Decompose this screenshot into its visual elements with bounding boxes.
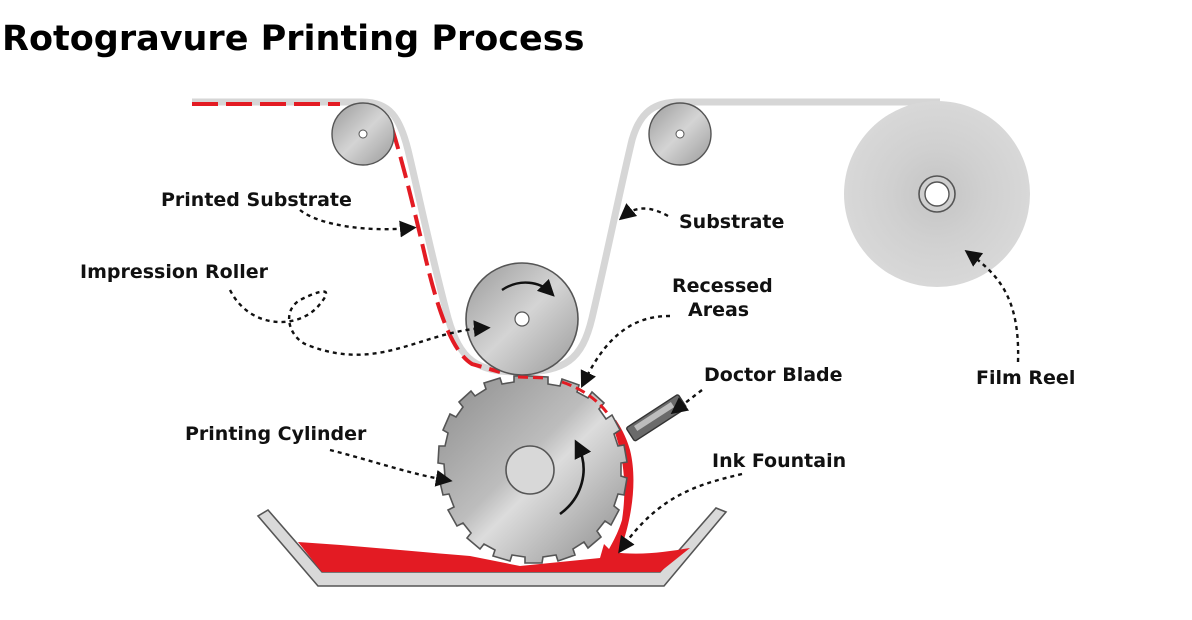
label-printed-substrate: Printed Substrate: [161, 189, 352, 211]
leader-ink-fountain: [618, 472, 743, 554]
label-film-reel: Film Reel: [976, 367, 1075, 389]
leader-doctor-blade: [670, 389, 703, 415]
rotation-arrow-icon: [559, 439, 592, 516]
label-doctor-blade: Doctor Blade: [704, 364, 843, 386]
label-impression-roller: Impression Roller: [80, 261, 269, 283]
leader-recessed-areas: [580, 314, 671, 389]
leader-film-reel: [964, 250, 1020, 363]
page-title: Rotogravure Printing Process: [2, 19, 584, 59]
label-substrate: Substrate: [679, 211, 784, 233]
printing-cylinder: [437, 375, 628, 564]
impression-roller: [465, 262, 579, 376]
leader-impression-roller: [228, 289, 491, 356]
guide-roller-left: [331, 102, 395, 166]
leader-printing-cylinder: [329, 448, 453, 487]
label-ink-fountain: Ink Fountain: [712, 450, 846, 472]
rotation-arrow-icon: [501, 278, 555, 297]
label-printing-cylinder: Printing Cylinder: [185, 423, 367, 445]
leader-printed-substrate: [299, 209, 417, 238]
label-recessed-areas-line2: Areas: [688, 299, 749, 321]
ink-fountain-tray: [256, 507, 728, 587]
film-reel: [844, 101, 1030, 287]
ink-pool: [298, 542, 690, 572]
doctor-blade: [626, 394, 687, 442]
guide-roller-right: [648, 102, 712, 166]
leader-substrate: [618, 203, 669, 221]
label-recessed-areas-line1: Recessed: [672, 275, 773, 297]
